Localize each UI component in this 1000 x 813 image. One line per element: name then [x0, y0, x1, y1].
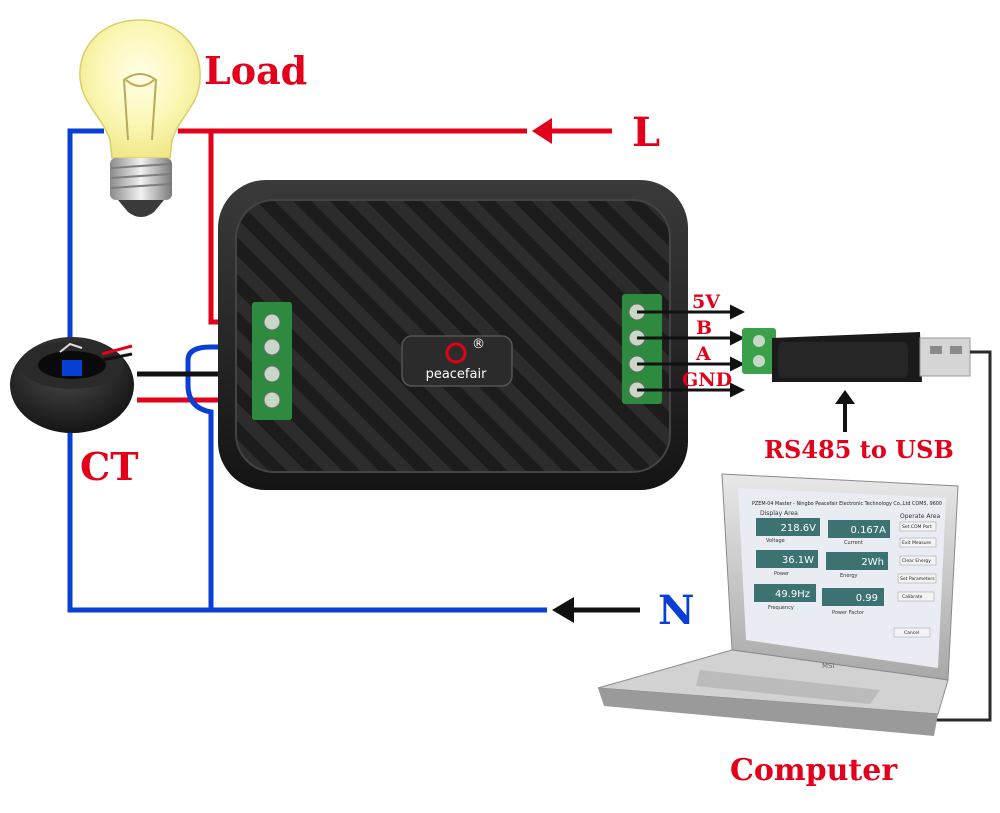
svg-text:Calibrate: Calibrate	[902, 594, 923, 600]
brand-badge: peacefair ®	[401, 335, 513, 387]
pin-label-a: A	[695, 343, 711, 365]
svg-text:Current: Current	[844, 540, 863, 546]
reading-voltage: 218.6V Voltage	[756, 518, 820, 544]
pin-arrows	[637, 304, 745, 398]
pin-label-gnd: GND	[682, 369, 732, 391]
svg-text:2Wh: 2Wh	[861, 557, 884, 568]
reading-power: 36.1W Power	[756, 550, 818, 577]
brand-text: peacefair	[426, 367, 488, 382]
software-window: PZEM-04 Master - Ningbo Peacefair Electr…	[752, 501, 942, 638]
ct-label: CT	[80, 444, 139, 489]
clear-energy-button[interactable]	[899, 555, 937, 566]
svg-text:0.167A: 0.167A	[851, 525, 887, 536]
live-label: L	[632, 109, 660, 156]
terminal-screw	[263, 365, 281, 383]
svg-text:49.9Hz: 49.9Hz	[775, 589, 810, 600]
live-input-arrow	[532, 118, 612, 144]
pin-labels: 5V B A GND	[682, 291, 732, 391]
exit-measure-button[interactable]	[899, 537, 937, 548]
output-terminal-block	[622, 294, 662, 404]
current-transformer	[10, 337, 134, 433]
svg-text:Set COM Port: Set COM Port	[902, 524, 932, 530]
display-area-label: Display Area	[760, 510, 798, 517]
terminal-screw	[263, 338, 281, 356]
registered-mark: ®	[472, 337, 485, 352]
reading-power-factor: 0.99 Power Factor	[822, 588, 884, 616]
svg-text:Energy: Energy	[840, 573, 858, 579]
svg-text:Exit Measure: Exit Measure	[902, 540, 931, 546]
rs485-usb-label: RS485 to USB	[764, 435, 954, 464]
input-terminal-block	[252, 302, 292, 420]
svg-text:Voltage: Voltage	[766, 538, 785, 544]
neutral-input-arrow	[552, 597, 640, 623]
reading-energy: 2Wh Energy	[826, 552, 888, 579]
adapter-pointer-arrow	[835, 390, 855, 432]
pin-label-b: B	[696, 317, 712, 339]
svg-text:Cancel: Cancel	[904, 630, 919, 636]
set-com-port-button[interactable]	[899, 521, 937, 532]
set-parameters-button[interactable]	[897, 573, 937, 584]
operate-buttons: Set COM Port Exit Measure Clear Energy S…	[893, 521, 937, 638]
svg-text:36.1W: 36.1W	[782, 555, 814, 566]
svg-text:Frequency: Frequency	[768, 605, 794, 611]
terminal-screw	[263, 391, 281, 409]
reading-current: 0.167A Current	[828, 520, 890, 546]
operate-area-label: Operate Area	[900, 513, 940, 520]
svg-text:Power Factor: Power Factor	[832, 610, 865, 616]
svg-text:218.6V: 218.6V	[781, 523, 817, 534]
svg-text:Power: Power	[774, 571, 790, 577]
load-label: Load	[204, 48, 307, 93]
laptop-badge: MSI	[822, 662, 835, 670]
pin-label-5v: 5V	[692, 291, 721, 313]
cancel-button[interactable]	[893, 627, 931, 638]
computer-label: Computer	[730, 753, 898, 788]
svg-text:Set Parameters: Set Parameters	[900, 576, 935, 582]
calibrate-button[interactable]	[897, 591, 935, 602]
window-title: PZEM-04 Master - Ningbo Peacefair Electr…	[752, 501, 942, 507]
neutral-label: N	[658, 587, 695, 634]
terminal-screw	[263, 313, 281, 331]
svg-text:Clear Energy: Clear Energy	[902, 558, 931, 564]
rs485-usb-adapter	[742, 328, 971, 382]
reading-frequency: 49.9Hz Frequency	[754, 584, 816, 611]
svg-text:0.99: 0.99	[856, 593, 878, 604]
bulb-icon	[79, 19, 201, 217]
